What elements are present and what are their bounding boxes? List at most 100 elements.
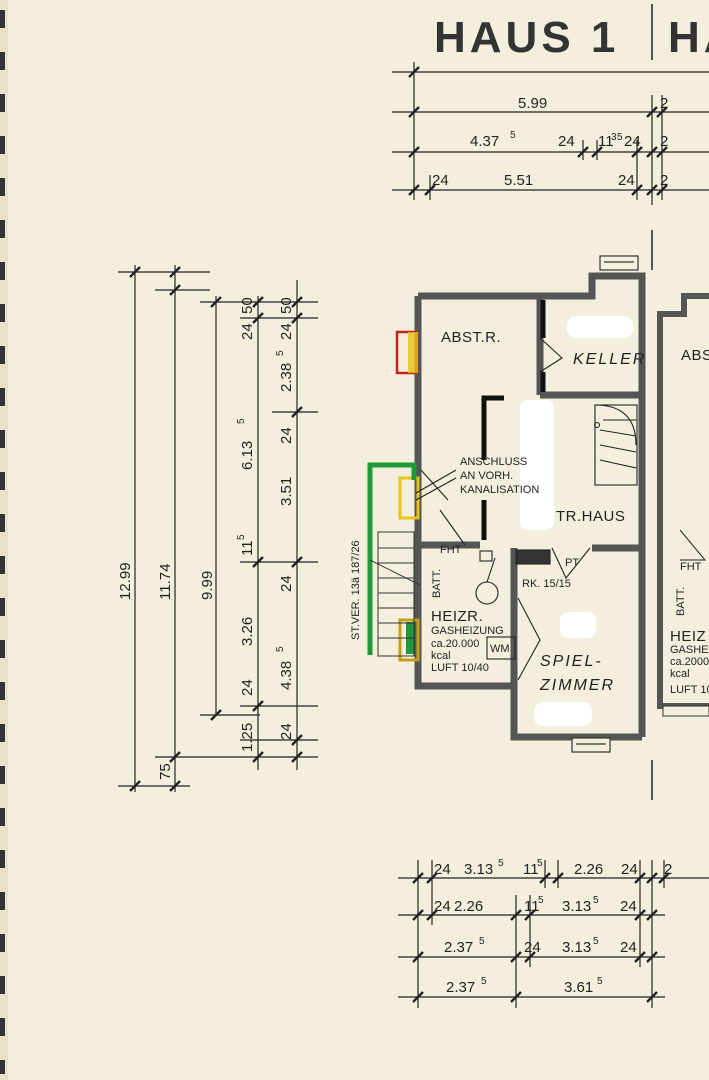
neighbour-heiz: HEIZ [670,628,706,645]
dim-bot-r2-2-26: 2.26 [454,898,483,915]
room-tr-haus: TR.HAUS [556,508,625,525]
label-anschluss-1: ANSCHLUSS [460,456,527,468]
walls [414,272,646,741]
dim-col4-6-13-sup: 5 [236,418,247,424]
room-abst-r: ABST.R. [441,329,501,346]
correction-patches [520,316,633,726]
label-kcal: kcal [431,650,451,662]
room-spiel: SPIEL- [540,653,603,670]
dim-bot-r1-11-sup: 5 [537,858,543,869]
top-dimension-block [392,62,709,205]
dim-bot-r3-2-37-sup: 5 [479,936,485,947]
neighbour-batt: BATT. [675,587,687,616]
dim-col4-1-25: 1.25 [239,723,256,752]
dim-top-5-99: 5.99 [518,95,547,112]
dim-col5-4-38-sup: 5 [275,646,286,652]
dim-bot-r1-2-26: 2.26 [574,861,603,878]
bottom-dimension-block [398,860,709,1008]
dim-bot-r2-24: 24 [434,898,451,915]
dim-bot-r4-2-37: 2.37 [446,979,475,996]
dim-top-5-51: 5.51 [504,172,533,189]
staircase [593,404,638,486]
dim-col5-24-d: 24 [278,723,295,740]
dim-col5-24-c: 24 [278,575,295,592]
dim-bot-r3-24: 24 [524,939,541,956]
dim-bot-r1-24: 24 [434,861,451,878]
dim-bot-r2-11: 11 [524,898,540,915]
dim-col4-6-13: 6.13 [239,441,256,470]
yellow-window-marker [408,332,418,373]
label-st-ver: ST.VER. 13ä 187/26 [350,540,362,640]
room-zimmer: ZIMMER [539,677,615,694]
dim-col4-3-26: 3.26 [239,617,256,646]
dim-col4-50: 50 [239,297,256,314]
dim-left-75: 75 [157,763,174,780]
dim-bot-r1-24-b: 24 [621,861,638,878]
neighbour-door [679,529,707,561]
dim-bot-r2-24-b: 24 [620,898,637,915]
label-rk: RK. 15/15 [522,578,571,590]
dim-top-11-sup: 3 [611,132,617,143]
dim-bot-r4-3-61-sup: 5 [597,976,603,987]
dim-col4-24: 24 [239,323,256,340]
dim-bot-r1-3-13: 3.13 [464,861,493,878]
dim-top-4-37: 4.37 [470,133,499,150]
dim-top-24-c: 24 [432,172,449,189]
label-pt: PT [565,557,579,569]
left-dimension-block [118,265,318,792]
dim-bot-r2-3-13: 3.13 [562,898,591,915]
windows [571,255,639,753]
dim-bot-r3-3-13: 3.13 [562,939,591,956]
label-anschluss-3: KANALISATION [460,484,539,496]
dim-top-24-a: 24 [558,133,575,150]
dim-top-11: 11 [598,133,614,150]
dim-top-edge-1: 2 [660,95,668,112]
neighbour-fht: FHT [680,561,702,573]
room-keller: KELLER [573,351,646,368]
dim-top-11-sup2: 5 [617,132,623,143]
dim-top-edge-2: 2 [660,133,668,150]
dim-col5-4-38: 4.38 [278,661,295,690]
yellow-marker-2 [398,476,420,520]
title-haus-2: HA [668,13,709,62]
dim-bot-r2-3-13-sup: 5 [593,895,599,906]
dim-left-11-74: 11.74 [157,564,174,600]
dim-top-24-b: 24 [624,133,641,150]
dim-bot-r4-3-61: 3.61 [564,979,593,996]
neighbour-ca: ca.2000 [670,656,709,668]
external-stair [369,531,421,657]
dim-bot-r3-24-b: 24 [620,939,637,956]
neighbour-gashe: GASHE [670,644,709,656]
kanalisation-pipe [415,469,457,501]
inner-black-walls [481,300,546,540]
neighbour-abs: ABS [681,347,709,364]
dim-bot-r3-2-37: 2.37 [444,939,473,956]
dim-col5-3-51: 3.51 [278,477,295,506]
room-heizr: HEIZR. [431,608,483,625]
dim-left-12-99: 12.99 [117,562,134,600]
dim-bot-r1-11: 11 [523,861,539,878]
dim-col4-11: 11 [239,540,256,556]
neighbour-window [662,705,709,717]
label-gasheizung: GASHEIZUNG [431,625,504,637]
label-gas-ca: ca.20.000 [431,638,479,650]
dim-bot-r4-2-37-sup: 5 [481,976,487,987]
binder-edge [0,0,8,1080]
dim-bot-r1-edge: 2 [664,861,672,878]
dim-top-edge-3: 2 [660,172,668,189]
label-fht: FHT [440,544,462,556]
dim-bot-r3-3-13-sup: 5 [593,936,599,947]
dim-bot-r2-11-sup: 5 [538,895,544,906]
dim-col4-24-b: 24 [239,679,256,696]
title-haus-1: HAUS 1 [434,13,619,62]
dim-col5-2-38: 2.38 [278,363,295,392]
dim-col5-24-b: 24 [278,427,295,444]
label-batt: BATT. [431,569,443,598]
dim-top-24-d: 24 [618,172,635,189]
dim-col5-2-38-sup: 5 [275,350,286,356]
neighbour-luft: LUFT 10 [670,684,709,696]
dim-top-4-37-sup: 5 [510,130,516,141]
dim-left-9-99: 9.99 [199,571,216,600]
dim-col5-50: 50 [278,297,295,314]
